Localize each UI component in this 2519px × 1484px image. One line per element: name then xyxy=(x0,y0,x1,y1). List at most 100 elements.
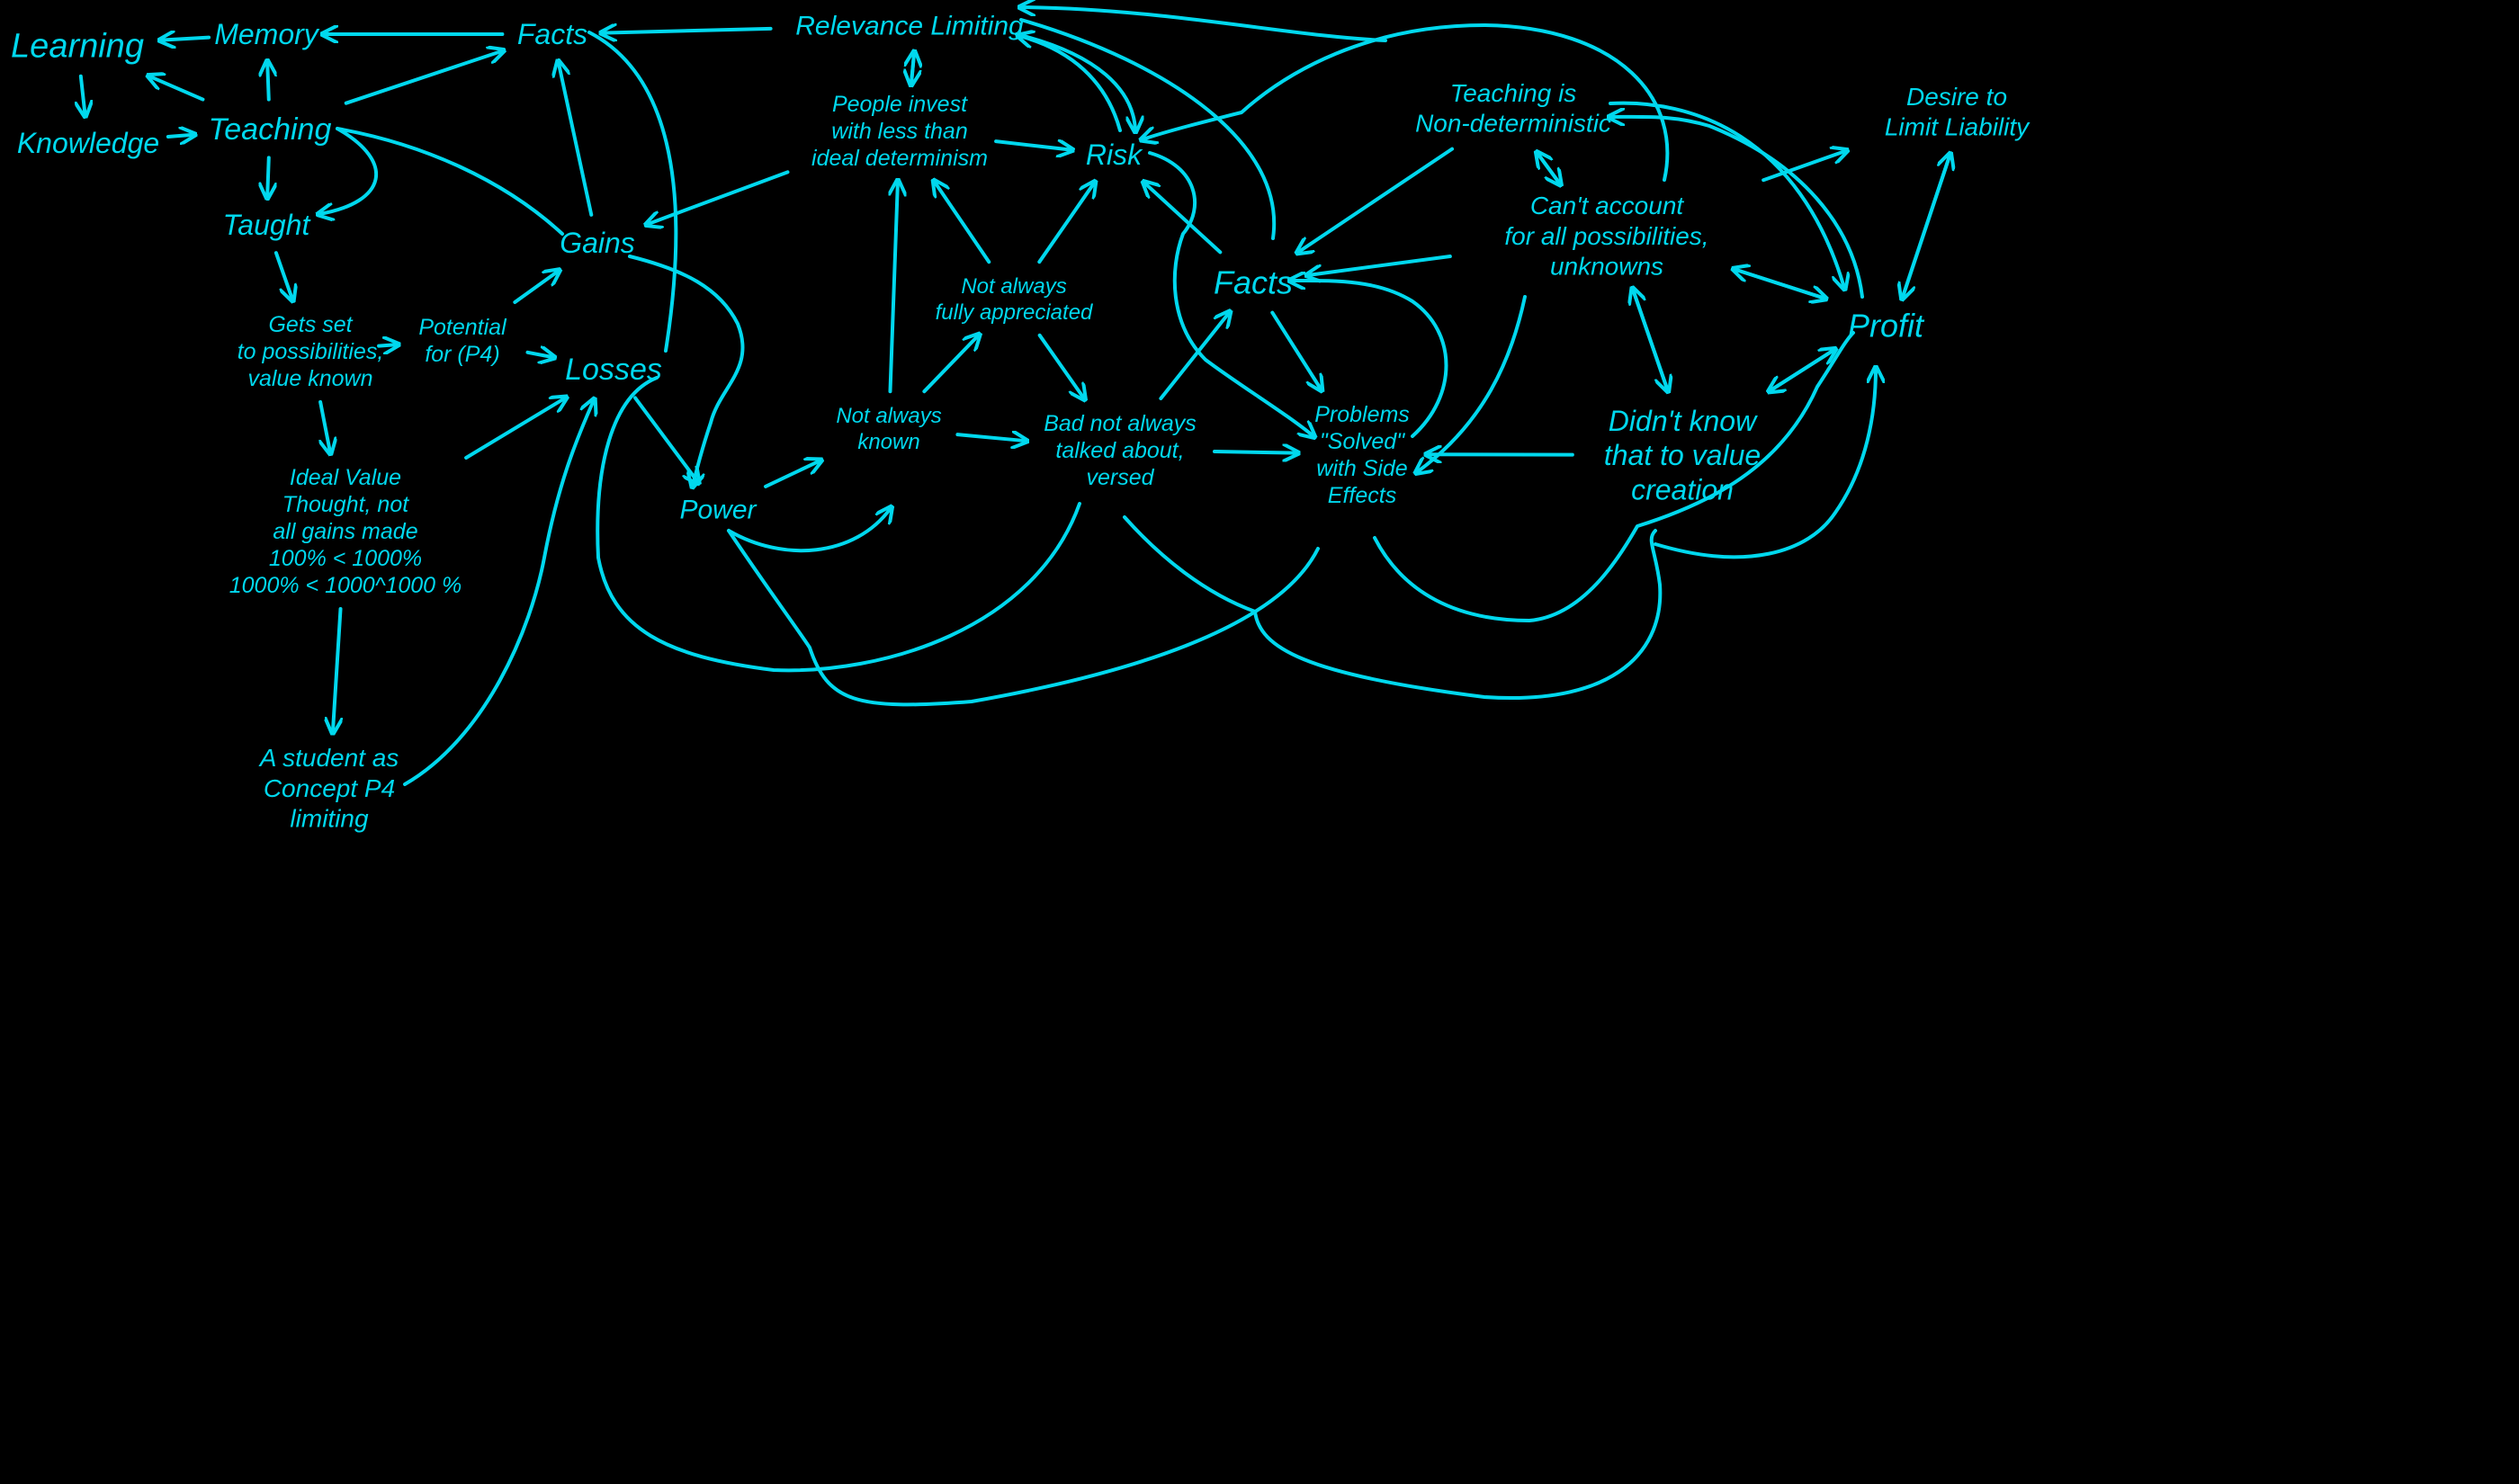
edge-memory-to-learning xyxy=(161,38,211,40)
curve-top-relevance xyxy=(1021,7,1387,42)
node-line: Losses xyxy=(565,353,662,387)
node-line: Concept P4 xyxy=(264,774,395,802)
node-line: all gains made xyxy=(273,519,417,544)
node-line: for (P4) xyxy=(425,342,499,367)
edge-bad-to-facts-mid xyxy=(1159,313,1229,400)
node-line: Limit Liability xyxy=(1885,113,2030,141)
curve-student-losses xyxy=(403,400,594,786)
node-line: Ideal Value xyxy=(290,465,401,490)
curved-connectors xyxy=(319,7,1876,786)
edge-profit-to-cant-account xyxy=(1735,269,1827,300)
edge-people-to-relevance xyxy=(911,53,914,86)
curve-power-loop xyxy=(727,529,1320,707)
edge-potential-to-losses xyxy=(525,353,553,357)
edge-not-appreciated-to-risk xyxy=(1037,183,1094,264)
edge-gains-to-facts-top xyxy=(559,62,594,217)
node-line: 1000% < 1000^1000 % xyxy=(229,573,462,598)
edge-relevance-to-facts-top xyxy=(603,29,773,33)
node-line: Risk xyxy=(1086,139,1143,171)
node-line: Gets set xyxy=(268,312,353,337)
straight-connectors xyxy=(81,29,1950,732)
node-line: Not always xyxy=(836,404,941,428)
curve-profit-teachingnd xyxy=(1610,117,1864,299)
edge-not-appreciated-to-bad xyxy=(1037,333,1084,398)
curve-bad-loop xyxy=(1123,515,1663,700)
node-line: with less than xyxy=(831,119,967,144)
edge-power-to-not-known xyxy=(764,460,820,488)
edge-cant-account-to-desire xyxy=(1762,151,1846,183)
node-line: Teaching is xyxy=(1450,79,1577,107)
edge-losses-to-power xyxy=(633,396,698,482)
curve-losses-loop xyxy=(596,376,1081,673)
node-line: Potential xyxy=(418,315,507,340)
edge-teaching-to-facts-top xyxy=(344,51,503,105)
curve-facts-losses xyxy=(587,31,678,353)
node-line: Thought, not xyxy=(282,492,409,517)
curve-teaching-taught xyxy=(319,127,379,214)
node-line: Teaching xyxy=(209,112,332,147)
edge-people-to-risk xyxy=(994,141,1071,149)
node-relevance: Relevance Limiting xyxy=(795,12,1024,41)
edge-not-known-to-not-appreciated xyxy=(922,335,978,394)
curve-problems-profit xyxy=(1373,331,1855,622)
node-line: Profit xyxy=(1848,308,1925,344)
edge-learning-to-knowledge xyxy=(81,74,85,115)
node-memory: Memory xyxy=(214,18,320,50)
edge-profit-to-desire xyxy=(1900,155,1950,299)
edge-gets-set-to-ideal xyxy=(318,400,330,452)
edge-teaching-to-memory xyxy=(267,62,269,102)
curve-gains-loss-loop xyxy=(628,255,745,486)
edge-teaching-nd-to-cant-account xyxy=(1535,151,1560,183)
node-facts-mid: Facts xyxy=(1214,264,1293,301)
edge-didnt-know-to-cant-account xyxy=(1633,290,1670,392)
node-line: Bad not always xyxy=(1044,411,1197,436)
node-learning: Learning xyxy=(11,27,144,65)
node-line: versed xyxy=(1086,465,1154,490)
node-losses: Losses xyxy=(565,353,662,387)
edge-teaching-nd-to-facts-mid xyxy=(1298,147,1455,253)
edge-cant-account-to-facts-mid xyxy=(1308,255,1452,275)
node-line: Can't account xyxy=(1530,192,1685,219)
node-line: limiting xyxy=(290,804,369,832)
node-line: Effects xyxy=(1328,483,1396,508)
curve-risk-loop xyxy=(1148,151,1313,436)
node-profit: Profit xyxy=(1848,308,1925,344)
edge-bad-to-problems xyxy=(1213,451,1297,453)
node-line: Didn't know xyxy=(1609,405,1758,437)
node-taught: Taught xyxy=(223,209,311,241)
curve-relevance-risk xyxy=(1015,32,1135,130)
node-line: Learning xyxy=(11,27,144,65)
node-line: Memory xyxy=(214,18,320,50)
node-line: Gains xyxy=(560,227,635,259)
node-line: to possibilities, xyxy=(238,339,384,364)
edge-not-known-to-people xyxy=(890,182,897,394)
node-line: Facts xyxy=(517,18,587,50)
curve-profit-bottom xyxy=(1654,369,1876,559)
node-power: Power xyxy=(679,496,757,525)
curve-problems-facts xyxy=(1291,281,1448,438)
node-line: Problems xyxy=(1314,402,1410,427)
node-line: unknowns xyxy=(1550,252,1663,280)
edge-gets-set-to-potential xyxy=(377,344,397,345)
node-line: Relevance Limiting xyxy=(795,12,1024,41)
node-gains: Gains xyxy=(560,227,635,259)
node-line: Desire to xyxy=(1906,83,2007,111)
node-line: with Side xyxy=(1316,456,1407,481)
node-line: Not always xyxy=(961,274,1066,299)
node-line: A student as xyxy=(258,744,399,772)
node-knowledge: Knowledge xyxy=(17,127,159,159)
node-line: talked about, xyxy=(1055,438,1184,463)
edge-not-known-to-bad xyxy=(955,434,1026,441)
